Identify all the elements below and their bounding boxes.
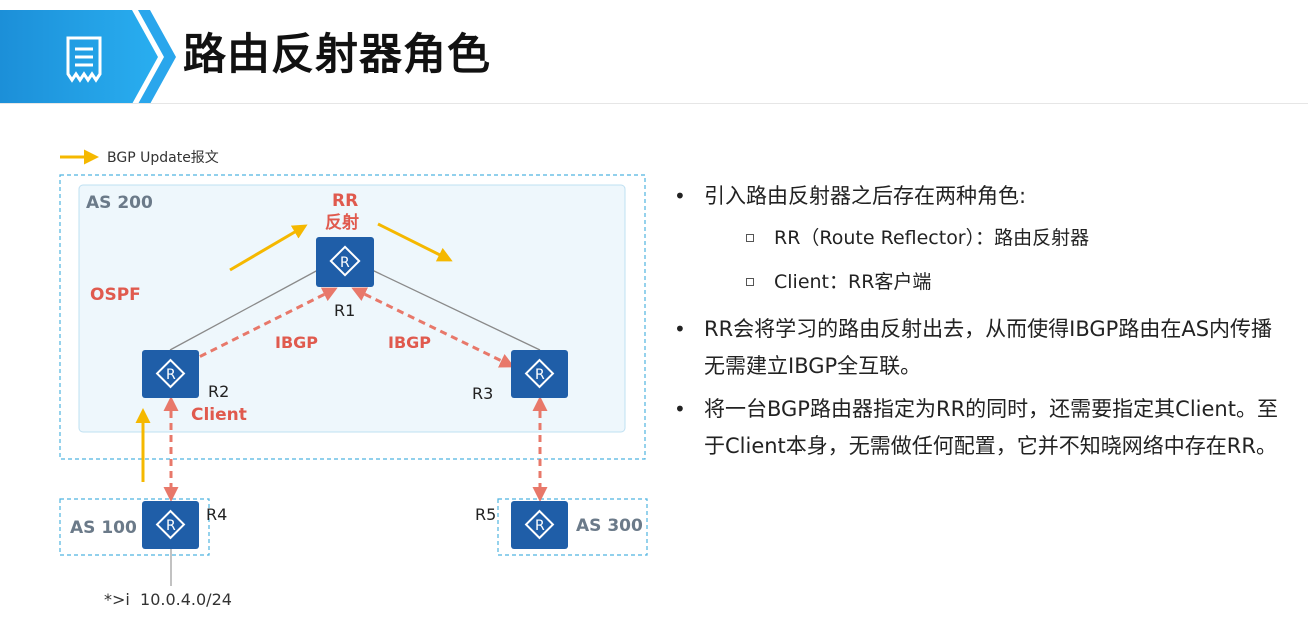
router-r1: R: [316, 237, 374, 287]
router-r5: R: [511, 501, 568, 549]
bullet-dot-icon: •: [674, 317, 686, 341]
square-bullet-icon: [746, 234, 754, 242]
sub-bullet-item: RR（Route Reflector）：路由反射器: [704, 223, 1292, 253]
ibgp-right-label: IBGP: [388, 333, 431, 352]
rr-role-label-2: 反射: [325, 212, 359, 233]
client-role-label: Client: [191, 405, 247, 425]
bullet-item: • RR会将学习的路由反射出去，从而使得IBGP路由在AS内传播无需建立IBGP…: [672, 311, 1292, 385]
router-r4-glyph-diamond: [155, 509, 186, 540]
as300-label: AS 300: [576, 516, 643, 536]
router-r3-label: R3: [472, 384, 493, 403]
bullet-text: 引入路由反射器之后存在两种角色:: [704, 184, 1027, 208]
ibgp-r1-r2: [178, 287, 338, 368]
router-r2-label: R2: [208, 382, 229, 401]
router-r2-glyph-diamond: [155, 358, 186, 389]
router-r5-label: R5: [475, 505, 496, 524]
ibgp-r1-r3: [351, 287, 515, 368]
ibgp-left-label: IBGP: [275, 333, 318, 352]
bullet-item: • 将一台BGP路由器指定为RR的同时，还需要指定其Client。至于Clien…: [672, 391, 1292, 465]
sub-bullet-text: Client：RR客户端: [774, 271, 932, 293]
update-arrow-from-r1: [377, 222, 453, 262]
page-title: 路由反射器角色: [183, 30, 491, 80]
as200-outer-border: [59, 174, 646, 460]
router-r2-glyph: R: [166, 367, 176, 383]
bullet-dot-icon: •: [674, 397, 686, 421]
router-r1-glyph-diamond: [329, 245, 361, 277]
sub-bullet-text: RR（Route Reflector）：路由反射器: [774, 227, 1090, 249]
bullet-list: • 引入路由反射器之后存在两种角色: RR（Route Reflector）：路…: [672, 178, 1292, 471]
bgp-rr-diagram: BGP Update报文 AS 200 OSPF AS 100 AS 300 I…: [59, 149, 648, 609]
bullet-item: • 引入路由反射器之后存在两种角色: RR（Route Reflector）：路…: [672, 178, 1292, 297]
bullet-text: RR会将学习的路由反射出去，从而使得IBGP路由在AS内传播无需建立IBGP全互…: [704, 317, 1273, 378]
header-chevron: [138, 10, 176, 104]
square-bullet-icon: [746, 278, 754, 286]
update-arrow-to-r1: [229, 224, 308, 272]
router-r1-label: R1: [334, 301, 355, 320]
router-r4: R: [142, 501, 199, 549]
document-list-icon: [66, 36, 102, 83]
router-r3-glyph: R: [535, 367, 545, 383]
router-r4-glyph: R: [166, 518, 176, 534]
as200-label: AS 200: [86, 193, 153, 213]
route-entry: *>i 10.0.4.0/24: [104, 590, 232, 609]
as100-label: AS 100: [70, 518, 137, 538]
router-r4-label: R4: [206, 505, 227, 524]
bullet-text: 将一台BGP路由器指定为RR的同时，还需要指定其Client。至于Client本…: [704, 397, 1278, 458]
sub-bullet-item: Client：RR客户端: [704, 267, 1292, 297]
bullet-dot-icon: •: [674, 184, 686, 208]
router-r3: R: [511, 350, 568, 398]
ospf-label: OSPF: [90, 285, 141, 305]
router-r2: R: [142, 350, 199, 398]
header-band: [0, 10, 1308, 104]
as100-area: [59, 498, 210, 556]
as300-area: [497, 498, 648, 556]
router-r3-glyph-diamond: [524, 358, 555, 389]
rr-role-label: RR: [332, 191, 358, 211]
router-r5-glyph-diamond: [524, 509, 555, 540]
router-r1-glyph: R: [340, 255, 350, 271]
legend-label: BGP Update报文: [107, 150, 219, 166]
router-r5-glyph: R: [535, 518, 545, 534]
